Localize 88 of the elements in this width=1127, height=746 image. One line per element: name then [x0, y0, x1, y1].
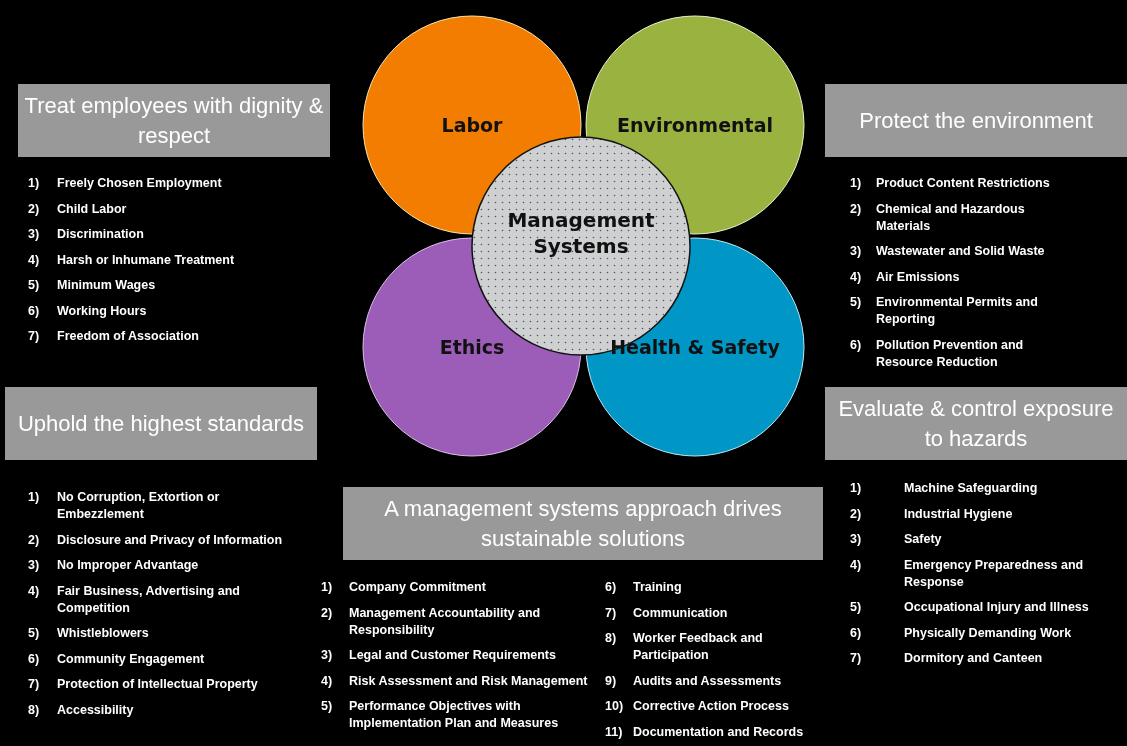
list-number: 3) [28, 226, 41, 243]
list-number: 11) [605, 723, 624, 741]
list-number: 3) [321, 647, 334, 664]
list-item-text: Legal and Customer Requirements [349, 647, 557, 664]
list-item-text: Whistleblowers [57, 625, 150, 642]
circle-label: Labor [441, 113, 503, 138]
list-item-text: Occupational Injury and Illness [904, 599, 1090, 616]
list-number: 6) [850, 336, 863, 354]
list-item-text: Industrial Hygiene [904, 505, 1014, 523]
list-number: 1) [28, 489, 41, 506]
circle-label: Ethics [439, 335, 505, 360]
heading-banner: Protect the environment [825, 84, 1127, 157]
heading-banner: A management systems approach drives sustainable solutions [343, 487, 823, 560]
list-item-text: Freedom of Association [57, 328, 200, 345]
list-item-text: Training [633, 579, 683, 596]
list-number: 4) [321, 672, 334, 690]
list-item-text: Management Accountability and Responsibility [349, 604, 542, 639]
heading-banner: Uphold the highest standards [5, 387, 317, 460]
list-number: 6) [850, 624, 863, 642]
list-item-text: Dormitory and Canteen [904, 650, 1044, 667]
list-number: 5) [28, 277, 41, 294]
list-item-text: Physically Demanding Work [904, 624, 1073, 642]
list-number: 2) [850, 505, 863, 523]
list-number: 3) [28, 557, 41, 574]
circle-label: Health & Safety [610, 335, 780, 360]
list-item-text: Discrimination [57, 226, 145, 243]
list-item-text: Worker Feedback and Participation [633, 630, 764, 664]
list-item-text: Fair Business, Advertising and Competition [57, 582, 241, 617]
list-number: 1) [850, 175, 863, 192]
list-item-text: Child Labor [57, 200, 128, 218]
list-item-text: Community Engagement [57, 650, 206, 668]
list-number: 7) [605, 604, 618, 622]
list-number: 2) [321, 604, 334, 622]
list-item-text: Air Emissions [876, 268, 961, 286]
list-item-text: Safety [904, 531, 943, 548]
list-number: 4) [850, 556, 863, 574]
list-number: 7) [28, 328, 41, 345]
list-item-text: Working Hours [57, 302, 148, 320]
list-item-text: Pollution Prevention and Resource Reduction [876, 336, 1025, 371]
list-number: 6) [28, 650, 41, 668]
list-item-text: Emergency Preparedness and Response [904, 556, 1085, 591]
list-item-text: Performance Objectives with Implementation Plan and Measures [349, 698, 560, 732]
list-item-text: Communication [633, 604, 729, 622]
list-number: 7) [28, 676, 41, 693]
list-item-text: Chemical and Hazardous Materials [876, 200, 1026, 235]
list-number: 6) [605, 579, 618, 596]
list-number: 5) [850, 294, 863, 311]
list-number: 6) [28, 302, 41, 320]
list-number: 1) [28, 175, 41, 192]
list-number: 1) [850, 480, 863, 497]
list-number: 1) [321, 579, 334, 596]
list-number: 8) [605, 630, 618, 647]
list-number: 10) [605, 698, 625, 715]
heading-banner: Treat employees with dignity & respect [18, 84, 330, 157]
list-item-text: Environmental Permits and Reporting [876, 294, 1039, 328]
list-item-text: No Improper Advantage [57, 557, 200, 574]
list-item-text: Corrective Action Process [633, 698, 790, 715]
list-number: 5) [28, 625, 41, 642]
list-item-text: Disclosure and Privacy of Information [57, 531, 284, 549]
list-item-text: Protection of Intellectual Property [57, 676, 259, 693]
list-number: 9) [605, 672, 618, 690]
list-item-text: Freely Chosen Employment [57, 175, 223, 192]
list-number: 8) [28, 701, 41, 719]
list-item-text: Harsh or Inhumane Treatment [57, 251, 236, 269]
list-item-text: Risk Assessment and Risk Management [349, 672, 589, 690]
list-item-text: Company Commitment [349, 579, 487, 596]
list-number: 2) [28, 531, 41, 549]
list-item-text: Machine Safeguarding [904, 480, 1039, 497]
list-item-text: Product Content Restrictions [876, 175, 1051, 192]
list-item-text: No Corruption, Extortion or Embezzlement [57, 489, 221, 523]
list-number: 3) [850, 243, 863, 260]
list-item-text: Wastewater and Solid Waste [876, 243, 1046, 260]
list-number: 5) [321, 698, 334, 715]
list-number: 4) [28, 251, 41, 269]
list-number: 3) [850, 531, 863, 548]
list-number: 2) [28, 200, 41, 218]
list-item-text: Audits and Assessments [633, 672, 783, 690]
heading-banner: Evaluate & control exposure to hazards [825, 387, 1127, 460]
list-item-text: Accessibility [57, 701, 135, 719]
list-number: 7) [850, 650, 863, 667]
circle-label: Environmental [617, 113, 773, 138]
circle-label: Management Systems [506, 207, 656, 259]
list-number: 2) [850, 200, 863, 218]
list-item-text: Minimum Wages [57, 277, 157, 294]
list-number: 4) [28, 582, 41, 600]
list-item-text: Documentation and Records [633, 723, 805, 741]
list-number: 4) [850, 268, 863, 286]
list-number: 5) [850, 599, 863, 616]
